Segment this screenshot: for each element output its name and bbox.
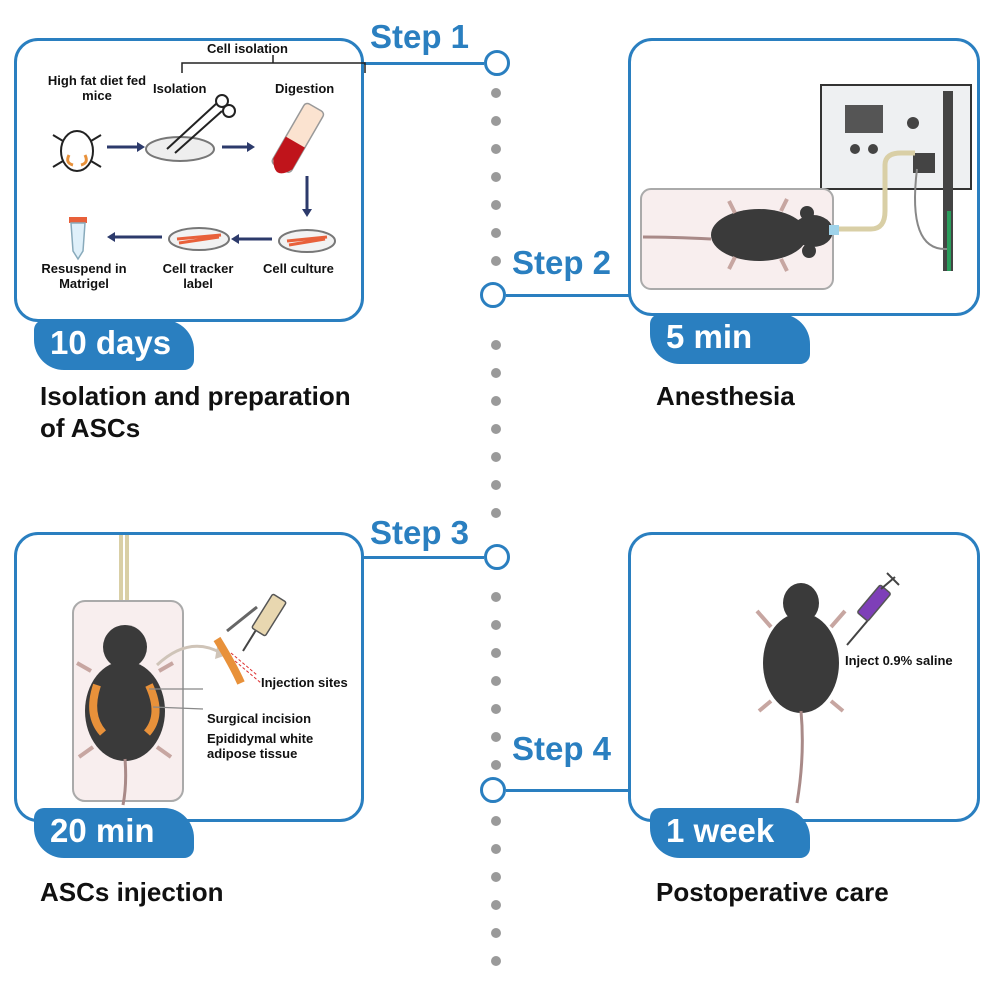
timeline-dot <box>491 872 501 882</box>
timeline-dot <box>491 116 501 126</box>
saline-syringe-icon <box>846 572 900 646</box>
step-4-caption: Postoperative care <box>656 877 889 907</box>
panel-isolation: Cell isolation Isolation Digestion High … <box>14 38 366 322</box>
syringe-icon <box>226 593 287 652</box>
mouse-supine-icon <box>76 625 174 806</box>
step-4-connector <box>506 789 630 792</box>
panel-postoperative: Inject 0.9% saline <box>628 532 980 822</box>
injection-illustration <box>72 535 287 806</box>
step-3-duration-badge: 20 min <box>34 808 194 858</box>
step-2-duration-badge: 5 min <box>650 314 810 364</box>
adipose-label: Epididymal white adipose tissue <box>207 731 314 761</box>
timeline-dot <box>491 256 501 266</box>
panel-anesthesia <box>628 38 980 316</box>
step-2-node <box>480 282 506 308</box>
step-2-label: Step 2 <box>512 244 612 281</box>
step-3-label: Step 3 <box>370 514 470 551</box>
timeline-dot <box>491 88 501 98</box>
panel-injection: Injection sites Surgical incision Epidid… <box>14 532 364 822</box>
step-4-label: Step 4 <box>512 730 612 767</box>
timeline-dot <box>491 648 501 658</box>
injection-sites-label: Injection sites <box>261 675 348 690</box>
scissors-icon <box>166 102 223 154</box>
timeline-dot <box>491 172 501 182</box>
timeline-dot <box>491 928 501 938</box>
timeline-dot <box>491 956 501 966</box>
adipose-tissue-shape <box>89 683 107 736</box>
step-3-node <box>484 544 510 570</box>
timeline-dot <box>491 900 501 910</box>
step-1-duration-badge: 10 days <box>34 320 194 370</box>
timeline-dot <box>491 620 501 630</box>
timeline-dot <box>491 592 501 602</box>
digestion-label: Digestion <box>275 81 335 96</box>
timeline-dot <box>491 424 501 434</box>
step-1-connector <box>362 62 484 65</box>
step-3-connector <box>362 556 484 559</box>
timeline-dot <box>491 760 501 770</box>
resuspend-label: Resuspend in Matrigel <box>41 261 127 291</box>
timeline-dot <box>491 368 501 378</box>
step-4-node <box>480 777 506 803</box>
mouse-prone-icon <box>642 198 839 272</box>
mouse-outline-icon <box>52 130 102 172</box>
step-1-caption: Isolation and preparation of ASCs <box>40 381 351 443</box>
timeline-dot <box>491 144 501 154</box>
timeline-dot <box>491 508 501 518</box>
culture-label: Cell culture <box>263 261 334 276</box>
timeline-dot <box>491 704 501 714</box>
mice-label: High fat diet fed mice <box>47 73 147 103</box>
timeline-dot <box>491 732 501 742</box>
cell-isolation-label: Cell isolation <box>207 41 288 56</box>
eppendorf-tube-icon <box>69 217 87 261</box>
step-3-caption: ASCs injection <box>40 877 224 907</box>
timeline-dot <box>491 340 501 350</box>
postoperative-illustration <box>755 572 900 804</box>
timeline-dot <box>491 452 501 462</box>
timeline-dot <box>491 228 501 238</box>
timeline-dot <box>491 480 501 490</box>
isolation-workflow-illustration <box>52 55 366 261</box>
timeline-dot <box>491 200 501 210</box>
step-4-duration-badge: 1 week <box>650 808 810 858</box>
anesthesia-illustration <box>640 84 972 290</box>
incision-label: Surgical incision <box>207 711 312 726</box>
timeline-dot <box>491 844 501 854</box>
step-1-label: Step 1 <box>370 18 470 55</box>
step-1-node <box>484 50 510 76</box>
mouse-recovery-icon <box>755 583 847 804</box>
step-2-connector <box>506 294 630 297</box>
isolation-label: Isolation <box>153 81 207 96</box>
digestion-tube-icon <box>271 102 325 174</box>
saline-label: Inject 0.9% saline <box>845 653 953 668</box>
timeline-dot <box>491 676 501 686</box>
tracker-label: Cell tracker label <box>162 261 234 291</box>
timeline-dot <box>491 396 501 406</box>
step-2-caption: Anesthesia <box>656 381 795 411</box>
timeline-dot <box>491 816 501 826</box>
